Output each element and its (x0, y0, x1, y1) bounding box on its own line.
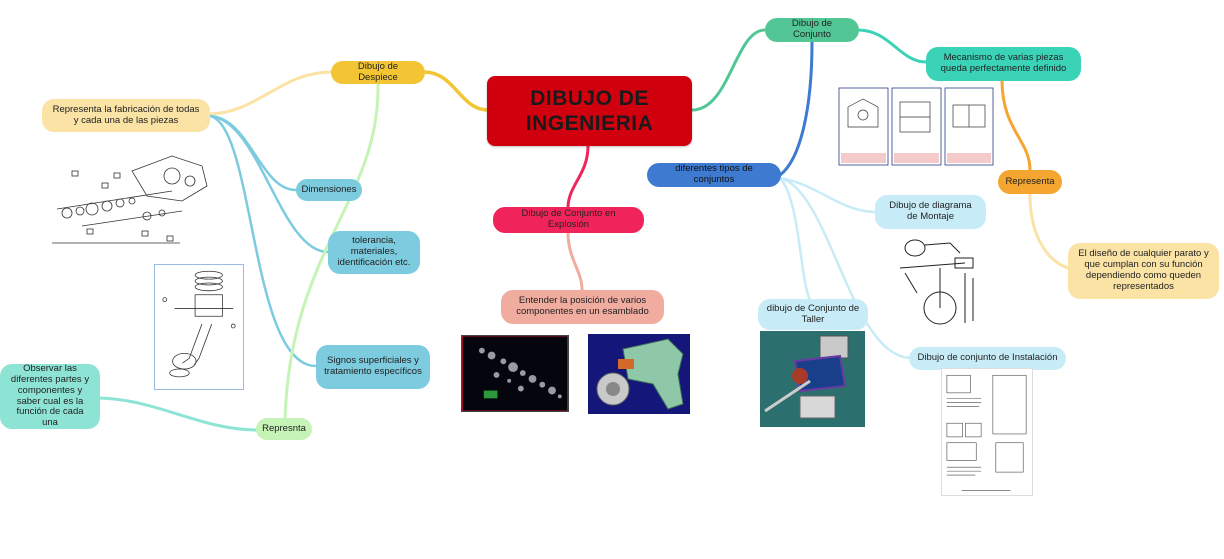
topic-entender[interactable]: Entender la posición de varios component… (501, 290, 664, 324)
connector-fabricacion-tolerancia (208, 114, 330, 254)
workshop-assembly-3d[interactable] (760, 331, 865, 427)
topic-represnta[interactable]: Represnta (256, 418, 312, 440)
cad-explosion-dark[interactable] (461, 335, 569, 412)
topic-explosion[interactable]: Dibujo de Conjunto en Explosión (493, 207, 644, 233)
topic-diseno[interactable]: El diseño de cualquier parato y que cump… (1068, 243, 1219, 299)
topic-representa[interactable]: Representa (998, 170, 1062, 194)
connector-despiece-fabricacion (208, 70, 334, 116)
topic-mecanismo[interactable]: Mecanismo de varias piezas queda perfect… (926, 47, 1081, 81)
piston-conrod-drawing[interactable] (154, 264, 244, 390)
connector-tipos-montaje (778, 176, 878, 214)
topic-signos[interactable]: Signos superficiales y tratamiento espec… (316, 345, 430, 389)
connector-central-despiece (422, 70, 490, 112)
topic-taller[interactable]: dibujo de Conjunto de Taller (758, 299, 868, 330)
topic-tolerancia[interactable]: tolerancia, materiales, identificación e… (328, 231, 420, 274)
central-topic[interactable]: DIBUJO DE INGENIERIA (487, 76, 692, 146)
topic-observar[interactable]: Observar las diferentes partes y compone… (0, 363, 100, 429)
connector-central-conjunto (690, 28, 767, 112)
connector-mecanismo-representa (1000, 78, 1032, 172)
connector-conjunto-mecanismo (856, 28, 928, 64)
connector-tipos-taller (778, 176, 812, 302)
topic-tipos-conjuntos[interactable]: diferentes tipos de conjuntos (647, 163, 781, 187)
connector-conjunto-tipos (778, 40, 814, 177)
assembly-blueprint-sheets[interactable] (838, 87, 994, 166)
connector-fabricacion-signos (208, 114, 318, 368)
topic-fabricacion[interactable]: Representa la fabricación de todas y cad… (42, 99, 210, 132)
topic-dibujo-de-conjunto[interactable]: Dibujo de Conjunto (765, 18, 859, 42)
topic-dibujo-de-despiece[interactable]: Dibujo de Despiece (331, 61, 425, 84)
installation-document[interactable] (941, 368, 1033, 496)
mounting-diagram-sketch[interactable] (895, 233, 980, 331)
connector-represnta-observar (98, 396, 260, 432)
cad-assembly-blue[interactable] (588, 334, 690, 414)
connector-explosion-entender (566, 230, 584, 292)
topic-instalacion[interactable]: Dibujo de conjunto de Instalación (909, 347, 1066, 370)
connector-central-explosion (566, 144, 590, 210)
connector-tipos-instalacion (778, 176, 912, 360)
exploded-parts-drawing[interactable] (52, 151, 212, 246)
topic-dimensiones[interactable]: Dimensiones (296, 179, 362, 201)
topic-montaje[interactable]: Dibujo de diagrama de Montaje (875, 195, 986, 229)
connector-representa-diseno (1028, 192, 1070, 270)
